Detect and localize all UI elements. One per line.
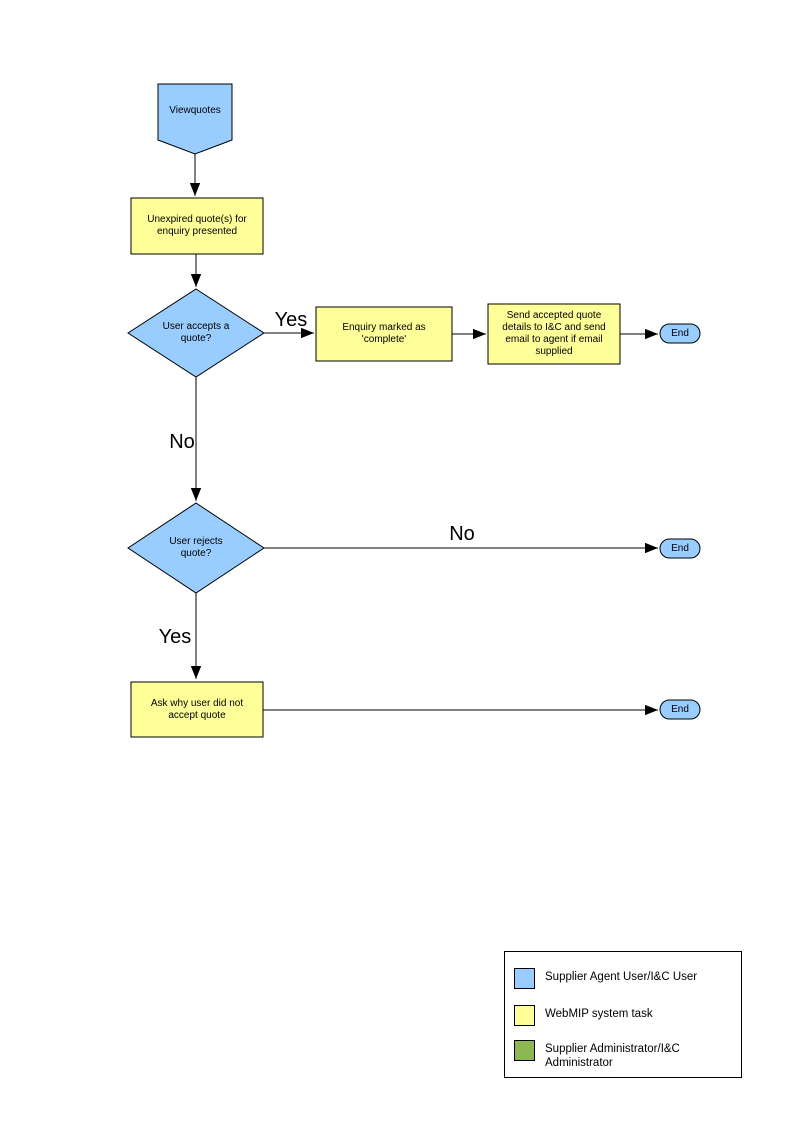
- start-connector-label: Viewquotes: [169, 105, 221, 116]
- accept-no-edge-label: No: [169, 430, 195, 453]
- legend-box: Supplier Agent User/I&C User WebMIP syst…: [504, 951, 742, 1078]
- legend-swatch-green: [514, 1040, 535, 1061]
- accept-decision-shape: [127, 288, 265, 378]
- end3-shape: [659, 699, 701, 720]
- unexpired-box-shape: [130, 197, 264, 255]
- legend-swatch-blue: [514, 968, 535, 989]
- legend-swatch-yellow: [514, 1005, 535, 1026]
- end2-label: End: [671, 542, 689, 554]
- start-connector-shape: [157, 83, 233, 155]
- unexpired-box-label: Unexpired quote(s) for enquiry presented: [147, 214, 247, 237]
- complete-box-shape: [315, 306, 453, 362]
- complete-box-label: Enquiry marked as 'complete': [342, 322, 426, 345]
- end2-shape: [659, 538, 701, 559]
- askwhy-box-label: Ask why user did not accept quote: [150, 697, 244, 721]
- legend-label-user: Supplier Agent User/I&C User: [545, 971, 698, 983]
- reject-no-edge-label: No: [449, 522, 475, 545]
- askwhy-box-shape: [130, 681, 264, 738]
- legend-item-user: Supplier Agent User/I&C User: [514, 968, 697, 989]
- end3-label: End: [671, 703, 689, 715]
- reject-yes-edge-label: Yes: [158, 625, 192, 648]
- end1-shape: [659, 323, 701, 344]
- accept-decision-label: User accepts a quote?: [162, 321, 230, 344]
- send-box-shape: [487, 303, 621, 365]
- reject-decision-shape: [127, 502, 265, 594]
- legend-label-system: WebMIP system task: [545, 1008, 653, 1020]
- legend-label-admin: Supplier Administrator/I&C Administrator: [545, 1043, 680, 1070]
- end1-label: End: [671, 327, 689, 339]
- reject-decision-label: User rejects quote?: [169, 536, 223, 559]
- legend-item-admin: Supplier Administrator/I&C Administrator: [514, 1040, 730, 1071]
- legend-item-system: WebMIP system task: [514, 1005, 653, 1026]
- accept-yes-edge-label: Yes: [274, 308, 308, 331]
- send-box-label: Send accepted quote details to I&C and s…: [502, 310, 606, 357]
